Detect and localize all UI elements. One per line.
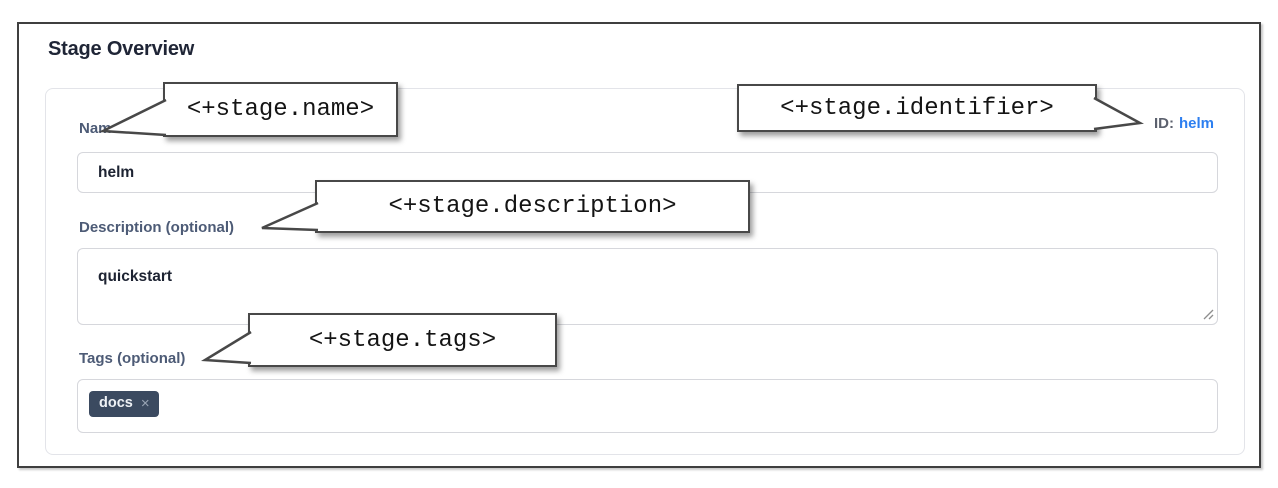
annotation-stage-identifier: <+stage.identifier> <box>737 84 1097 132</box>
id-value: helm <box>1178 115 1214 132</box>
textarea-resize-handle-icon[interactable] <box>1201 307 1214 320</box>
callout-tail-identifier <box>1093 96 1144 131</box>
callout-tail-tags <box>200 330 252 365</box>
stage-id: ID:helm <box>1154 115 1214 133</box>
description-textarea[interactable]: quickstart <box>77 248 1218 325</box>
tag-remove-icon[interactable]: × <box>140 395 150 412</box>
tags-input[interactable]: docs × <box>77 379 1218 433</box>
annotation-stage-description: <+stage.description> <box>315 180 750 233</box>
tag-chip-label: docs <box>99 395 133 411</box>
annotation-stage-tags: <+stage.tags> <box>248 313 557 367</box>
tag-chip: docs × <box>89 391 159 417</box>
name-input[interactable] <box>77 152 1218 193</box>
callout-tail-name <box>98 98 167 137</box>
description-label: Description (optional) <box>79 219 234 236</box>
id-caption: ID: <box>1153 115 1174 132</box>
callout-tail-description <box>261 201 319 232</box>
annotation-stage-name: <+stage.name> <box>163 82 398 137</box>
tags-label: Tags (optional) <box>79 350 186 367</box>
page-title: Stage Overview <box>48 38 195 60</box>
